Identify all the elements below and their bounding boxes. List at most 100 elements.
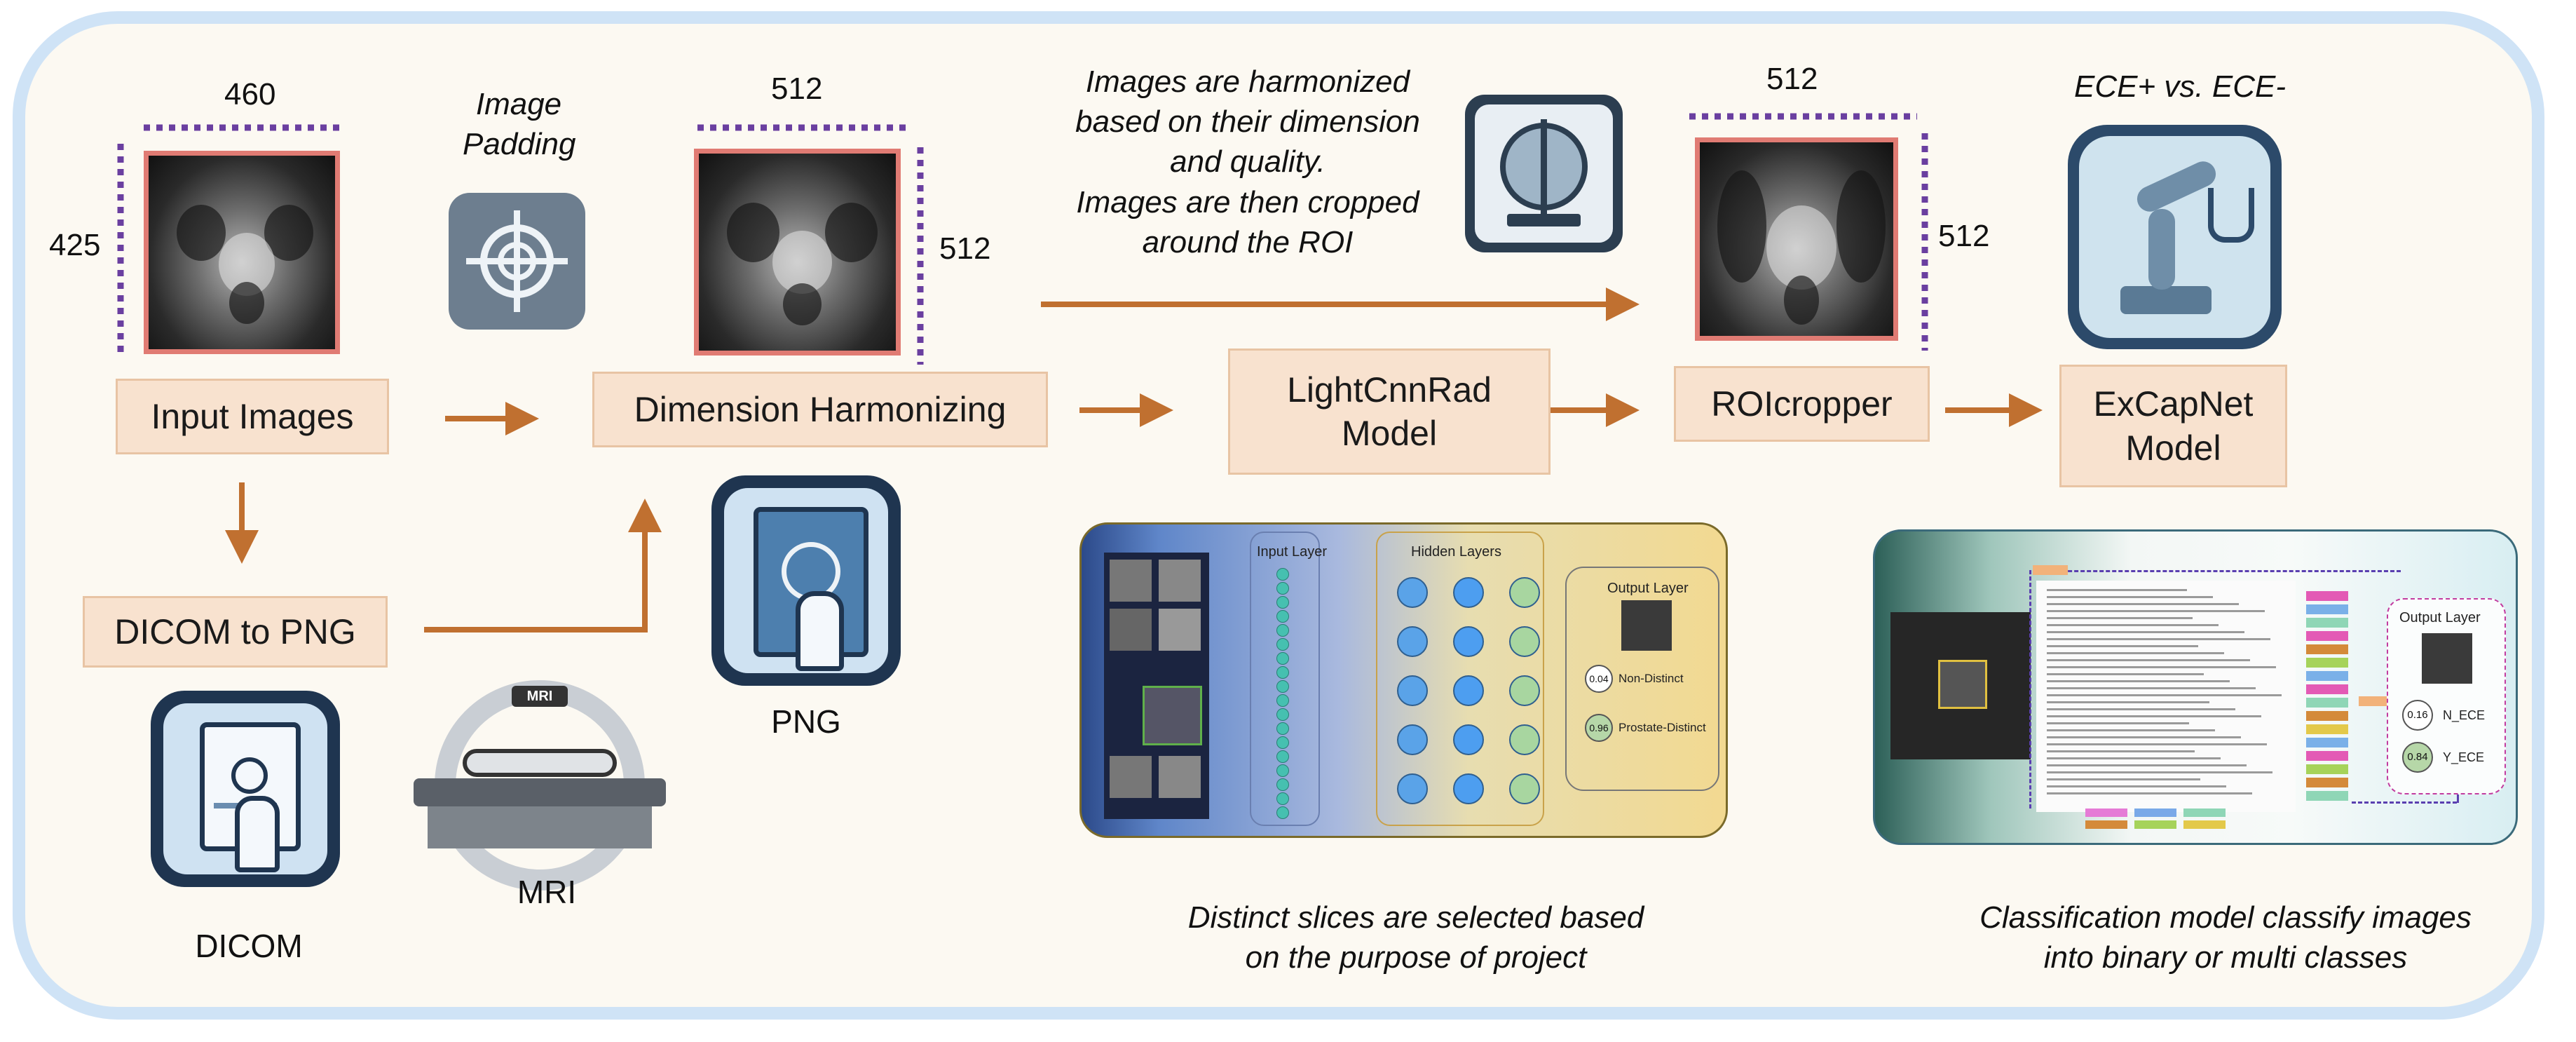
excap-out2-value: 0.84 bbox=[2402, 742, 2433, 773]
dicom-file-icon bbox=[151, 691, 340, 887]
roi-height-label: 512 bbox=[1938, 219, 1990, 253]
dimension-harmonizing-box: Dimension Harmonizing bbox=[592, 372, 1048, 447]
hidden-neuron bbox=[1453, 626, 1484, 657]
summary-line bbox=[2047, 757, 2221, 759]
hidden-neuron bbox=[1453, 577, 1484, 608]
summary-line bbox=[2047, 694, 2282, 696]
classify-caption: Classification model classify images int… bbox=[1956, 898, 2495, 977]
hidden-layers-label: Hidden Layers bbox=[1411, 544, 1501, 560]
summary-line bbox=[2047, 596, 2213, 598]
png-label: PNG bbox=[771, 703, 841, 740]
excapnet-panel: Output Layer 0.16 N_ECE 0.84 Y_ECE bbox=[1873, 529, 2518, 845]
padding-caption-line1: Image bbox=[475, 87, 562, 121]
layer-block bbox=[2306, 658, 2348, 668]
input-neuron bbox=[1276, 792, 1289, 805]
summary-line bbox=[2047, 673, 2204, 675]
summary-line bbox=[2047, 645, 2198, 647]
excap-dash-left bbox=[2029, 570, 2040, 808]
hidden-neuron bbox=[1509, 773, 1540, 804]
dicom-to-png-label: DICOM to PNG bbox=[114, 611, 356, 651]
layer-block bbox=[2306, 711, 2348, 721]
lightcnnrad-box: LightCnnRad Model bbox=[1228, 349, 1551, 475]
summary-line bbox=[2047, 666, 2276, 668]
out2-label: Prostate-Distinct bbox=[1618, 721, 1706, 734]
layer-block bbox=[2306, 631, 2348, 641]
hidden-neuron bbox=[1453, 773, 1484, 804]
dicom-to-png-box: DICOM to PNG bbox=[83, 596, 388, 668]
summary-line bbox=[2047, 778, 2200, 780]
harmonize-caption-line2: based on their dimension bbox=[1075, 104, 1420, 140]
layer-block bbox=[2306, 764, 2348, 774]
excapnet-label-line1: ExCapNet bbox=[2093, 384, 2254, 424]
excap-out2-label: Y_ECE bbox=[2443, 750, 2485, 764]
padding-caption-line2: Padding bbox=[463, 127, 576, 162]
summary-line bbox=[2047, 792, 2252, 794]
input-neuron bbox=[1276, 750, 1289, 763]
input-neuron bbox=[1276, 722, 1289, 735]
input-neuron bbox=[1276, 652, 1289, 665]
hidden-neuron bbox=[1397, 724, 1428, 755]
input-neuron bbox=[1276, 610, 1289, 623]
summary-line bbox=[2047, 771, 2272, 773]
harm-width-label: 512 bbox=[771, 72, 823, 106]
hidden-neuron bbox=[1509, 675, 1540, 706]
roicropper-box: ROIcropper bbox=[1674, 366, 1930, 442]
ece-caption: ECE+ vs. ECE- bbox=[2074, 69, 2286, 104]
excap-dash-top bbox=[2036, 570, 2401, 574]
mri-scanner-icon: MRI bbox=[414, 673, 666, 891]
summary-line bbox=[2047, 708, 2235, 710]
excap-output-layer-label: Output Layer bbox=[2399, 610, 2481, 625]
classify-caption-line1: Classification model classify images bbox=[1979, 900, 2472, 935]
harmonize-caption-line3: and quality. bbox=[1170, 144, 1326, 180]
excap-input-tag bbox=[2033, 565, 2068, 575]
layer-block bbox=[2306, 778, 2348, 787]
excap-output-thumbnail bbox=[2422, 633, 2472, 684]
out1-value: 0.04 bbox=[1585, 665, 1613, 693]
summary-line bbox=[2047, 701, 2209, 703]
summary-line bbox=[2047, 785, 2226, 787]
output-layer-box bbox=[1565, 567, 1719, 791]
excap-out1-value: 0.16 bbox=[2402, 700, 2433, 731]
summary-line bbox=[2047, 589, 2187, 591]
roicropper-label: ROIcropper bbox=[1711, 384, 1893, 424]
hidden-neuron bbox=[1453, 675, 1484, 706]
summary-line bbox=[2047, 722, 2189, 724]
slices-caption-line1: Distinct slices are selected based bbox=[1187, 900, 1644, 935]
padding-caption: Image Padding bbox=[463, 84, 575, 164]
summary-line bbox=[2047, 603, 2239, 605]
layer-block bbox=[2306, 604, 2348, 614]
summary-line bbox=[2047, 729, 2215, 731]
input-images-box: Input Images bbox=[116, 379, 389, 454]
excapnet-box: ExCapNet Model bbox=[2059, 365, 2287, 487]
output-thumbnail bbox=[1621, 600, 1672, 651]
hidden-neuron bbox=[1397, 577, 1428, 608]
layer-block bbox=[2306, 591, 2348, 601]
harmonized-mri-image bbox=[694, 149, 901, 356]
excapnet-label-line2: Model bbox=[2125, 428, 2221, 468]
hidden-neuron bbox=[1509, 626, 1540, 657]
harmonize-caption: Images are harmonized based on their dim… bbox=[1016, 62, 1479, 262]
hidden-neuron bbox=[1453, 724, 1484, 755]
input-neuron bbox=[1276, 764, 1289, 777]
input-width-label: 460 bbox=[224, 77, 276, 111]
slices-caption: Distinct slices are selected based on th… bbox=[1150, 898, 1682, 977]
layer-block bbox=[2306, 698, 2348, 708]
layer-block bbox=[2306, 684, 2348, 694]
input-neuron bbox=[1276, 638, 1289, 651]
input-neuron bbox=[1276, 666, 1289, 679]
summary-line bbox=[2047, 624, 2219, 626]
model-summary bbox=[2036, 581, 2296, 812]
harmonize-caption-line4: Images are then cropped bbox=[1076, 184, 1419, 219]
input-neuron bbox=[1276, 708, 1289, 721]
hidden-neuron bbox=[1397, 626, 1428, 657]
input-neuron bbox=[1276, 582, 1289, 595]
input-neuron bbox=[1276, 568, 1289, 581]
summary-line bbox=[2047, 652, 2224, 654]
image-padding-icon bbox=[449, 193, 585, 330]
layer-block bbox=[2306, 644, 2348, 654]
summary-line bbox=[2047, 687, 2256, 689]
lightcnnrad-label-line1: LightCnnRad bbox=[1287, 370, 1492, 410]
harmonize-caption-line5: around the ROI bbox=[1142, 224, 1354, 259]
excap-out1-label: N_ECE bbox=[2443, 708, 2486, 722]
